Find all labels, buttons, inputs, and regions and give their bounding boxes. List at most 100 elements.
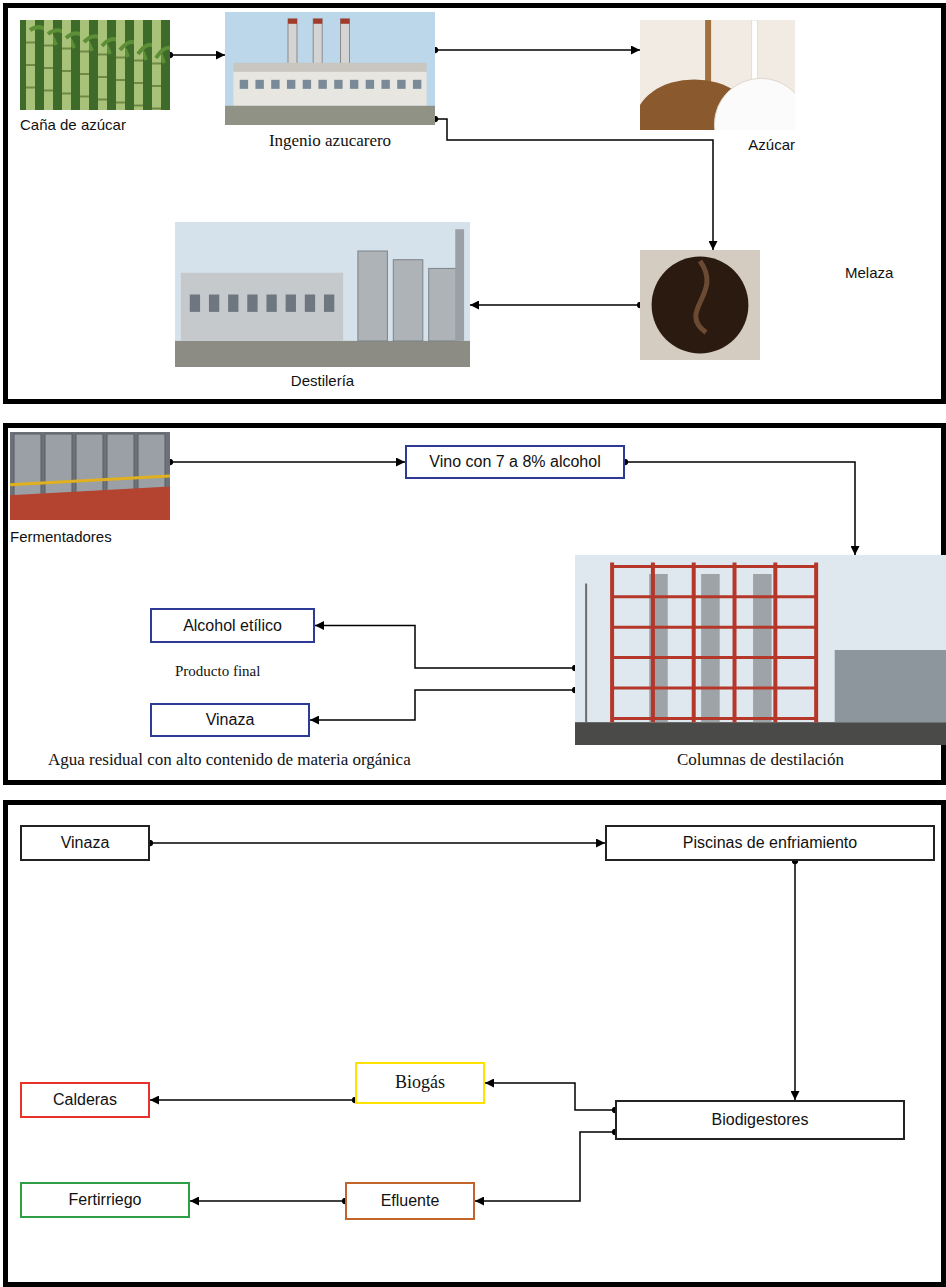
process-box: Alcohol etílico xyxy=(150,608,315,643)
cane-stalk xyxy=(152,20,161,110)
molasses-bowl xyxy=(652,257,749,354)
photo-illustration xyxy=(175,222,470,367)
steel-frame xyxy=(612,687,816,690)
factory-window xyxy=(381,80,389,89)
building-window xyxy=(266,295,276,312)
cane-joint xyxy=(80,73,89,75)
building-window xyxy=(247,295,257,312)
cane-joint xyxy=(26,64,35,66)
note-label: Producto final xyxy=(175,662,260,680)
tower xyxy=(455,229,464,341)
steel-frame xyxy=(612,595,816,598)
process-box: Vino con 7 a 8% alcohol xyxy=(405,445,625,479)
photo-node: Fermentadores xyxy=(10,432,170,546)
steel-frame xyxy=(612,565,816,568)
flow-arrow xyxy=(170,54,225,56)
cane-stalk xyxy=(134,20,143,110)
process-box: Piscinas de enfriamiento xyxy=(605,825,935,861)
fermenter-tank xyxy=(138,434,165,496)
photo-illustration xyxy=(10,432,170,520)
photo-caption: Ingenio azucarero xyxy=(225,131,435,151)
factory-window xyxy=(397,80,405,89)
photo-caption: Caña de azúcar xyxy=(20,116,170,134)
steel-frame xyxy=(612,626,816,629)
building-window xyxy=(305,295,315,312)
cane-joint xyxy=(62,48,71,50)
cane-joint xyxy=(152,63,161,65)
process-box: Vinaza xyxy=(150,703,310,737)
factory-window xyxy=(303,80,311,89)
cane-joint xyxy=(44,67,53,69)
photo-ground xyxy=(225,106,435,125)
cane-joint xyxy=(80,51,89,53)
storage-tank xyxy=(358,251,388,341)
cane-joint xyxy=(44,45,53,47)
sugar-stream xyxy=(705,20,711,86)
photo-illustration xyxy=(20,20,170,110)
walkway xyxy=(10,487,170,520)
factory-window xyxy=(287,80,295,89)
process-box: Biodigestores xyxy=(615,1100,905,1140)
photo-illustration xyxy=(575,555,946,745)
photo-sky xyxy=(175,222,470,367)
photo-sky xyxy=(225,12,435,125)
flow-arrow xyxy=(170,461,405,463)
fermenter-tank xyxy=(45,434,72,496)
factory-window xyxy=(350,80,358,89)
factory-roof xyxy=(233,63,426,72)
chimney-band xyxy=(341,19,350,24)
flow-arrow xyxy=(315,626,575,669)
cane-joint xyxy=(80,96,89,98)
box-text: Vino con 7 a 8% alcohol xyxy=(429,452,600,471)
cane-joint xyxy=(116,102,125,104)
photo-node: Azúcar xyxy=(640,20,795,154)
cane-joint xyxy=(116,79,125,81)
box-text: Biodigestores xyxy=(712,1110,809,1129)
sugar-stream xyxy=(752,20,758,81)
photo-illustration xyxy=(640,250,760,360)
flow-arrow xyxy=(470,304,640,306)
steel-frame xyxy=(610,563,614,723)
photo-ground xyxy=(10,432,170,520)
flow-arrow xyxy=(625,462,855,555)
box-text: Biogás xyxy=(395,1072,445,1094)
flow-arrow xyxy=(435,49,640,51)
factory-window xyxy=(271,80,279,89)
pole xyxy=(585,584,587,723)
building-window xyxy=(286,295,296,312)
white-sugar-pile xyxy=(714,78,795,130)
photo-illustration xyxy=(640,20,795,130)
steel-frame xyxy=(651,563,655,723)
flow-arrow xyxy=(150,842,605,844)
cane-joint xyxy=(134,105,143,107)
fermenter-tank xyxy=(107,434,134,496)
factory-building xyxy=(233,72,426,106)
photo-node: Destilería xyxy=(175,222,470,390)
steel-frame xyxy=(733,563,737,723)
cane-joint xyxy=(152,108,161,110)
photo-sky xyxy=(575,555,946,745)
photo-caption: Columnas de destilación xyxy=(575,750,946,770)
chimney-band xyxy=(313,19,322,24)
fermenter-tank xyxy=(14,434,41,496)
cane-stalk xyxy=(80,20,89,110)
photo-ground xyxy=(640,250,760,360)
cane-stalk xyxy=(116,20,125,110)
building-window xyxy=(190,295,200,312)
cane-joint xyxy=(62,70,71,72)
photo-illustration xyxy=(225,12,435,125)
steel-frame xyxy=(692,563,696,723)
steel-frame xyxy=(612,717,816,720)
cane-leaf xyxy=(156,48,170,66)
photo-ground xyxy=(575,722,946,745)
flow-arrow xyxy=(794,861,796,1100)
flow-arrow xyxy=(435,119,713,250)
cane-joint xyxy=(134,82,143,84)
building-window xyxy=(209,295,219,312)
plant-building xyxy=(835,650,946,722)
photo-node: Columnas de destilación xyxy=(575,555,946,770)
factory-window xyxy=(318,80,326,89)
photo-caption: Azúcar xyxy=(640,136,795,154)
cane-joint xyxy=(98,76,107,78)
